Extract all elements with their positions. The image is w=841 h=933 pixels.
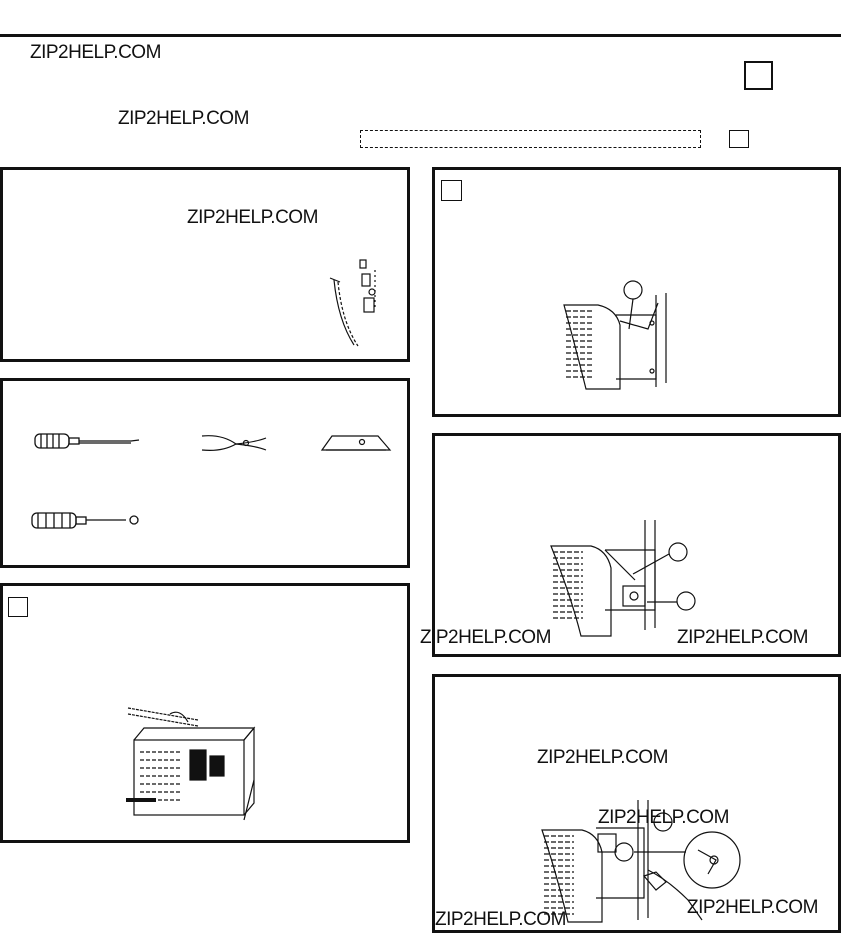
step-panel-2 bbox=[432, 433, 841, 657]
step-panel-unit bbox=[0, 583, 410, 843]
step-checkbox bbox=[8, 597, 28, 617]
step-panel-1 bbox=[432, 167, 841, 417]
watermark: ZIP2HELP.COM bbox=[420, 627, 551, 648]
watermark: ZIP2HELP.COM bbox=[598, 807, 729, 828]
header-rule bbox=[0, 34, 841, 37]
parts-panel bbox=[0, 167, 410, 362]
utility-knife-icon bbox=[320, 435, 392, 451]
watermark: ZIP2HELP.COM bbox=[435, 909, 566, 930]
step-checkbox bbox=[441, 180, 462, 201]
step-panel-3 bbox=[432, 674, 841, 933]
ac-unit-illustration bbox=[126, 707, 256, 821]
watermark: ZIP2HELP.COM bbox=[118, 108, 249, 129]
install-diagram-1 bbox=[563, 280, 667, 390]
tools-panel bbox=[0, 378, 410, 568]
watermark: ZIP2HELP.COM bbox=[537, 747, 668, 768]
dashed-field bbox=[360, 130, 701, 148]
parts-illustration bbox=[329, 259, 376, 347]
pliers-icon bbox=[201, 435, 267, 451]
header-checkbox bbox=[744, 61, 773, 90]
watermark: ZIP2HELP.COM bbox=[30, 42, 161, 63]
watermark: ZIP2HELP.COM bbox=[687, 897, 818, 918]
phillips-screwdriver-icon bbox=[34, 433, 140, 449]
flat-screwdriver-icon bbox=[31, 512, 139, 529]
install-diagram-3 bbox=[541, 800, 741, 923]
watermark: ZIP2HELP.COM bbox=[187, 207, 318, 228]
watermark: ZIP2HELP.COM bbox=[677, 627, 808, 648]
header-small-box bbox=[729, 130, 749, 148]
install-diagram-2 bbox=[550, 520, 696, 637]
